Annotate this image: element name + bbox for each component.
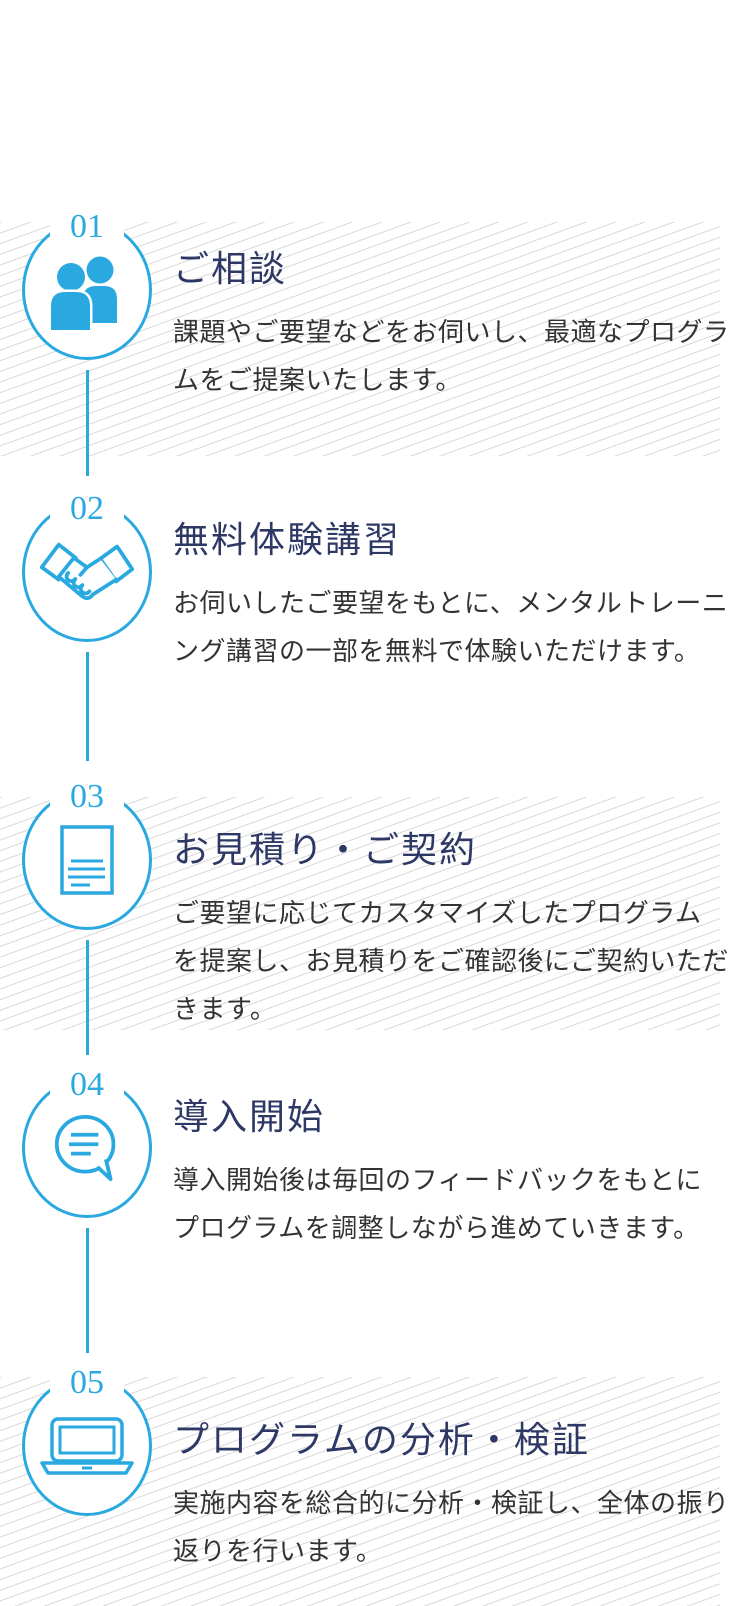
step4-text: 導入開始 導入開始後は毎回のフィードバックをもとに プログラムを調整しながら進め… — [173, 1095, 750, 1253]
step4-title: 導入開始 — [173, 1097, 326, 1137]
step5-text: プログラムの分析・検証 実施内容を総合的に分析・検証し、全体の振り 返りを行いま… — [173, 1418, 750, 1576]
step3-description: ご要望に応じてカスタマイズしたプログラム を提案し、お見積りをご確認後にご契約い… — [173, 899, 729, 1024]
step1-description: 課題やご要望などをお伺いし、最適なプログラ ムをご提案いたします。 — [173, 318, 730, 395]
step3-circle — [22, 790, 152, 930]
laptop-icon — [40, 1417, 134, 1475]
handshake-icon — [39, 542, 135, 601]
connector-line-4-5 — [86, 1228, 89, 1353]
step2-number: 02 — [50, 490, 124, 528]
step1-number: 01 — [50, 208, 124, 246]
step3-text: お見積り・ご契約 ご要望に応じてカスタマイズしたプログラム を提案し、お見積りを… — [173, 828, 750, 1034]
step2-text: 無料体験講習 お伺いしたご要望をもとに、メンタルトレーニ ング講習の一部を無料で… — [173, 518, 750, 676]
connector-line-3-4 — [86, 940, 89, 1055]
step5-description: 実施内容を総合的に分析・検証し、全体の振り 返りを行います。 — [173, 1489, 730, 1566]
step4-description: 導入開始後は毎回のフィードバックをもとに プログラムを調整しながら進めていきます… — [173, 1166, 702, 1243]
people-icon — [48, 256, 117, 331]
step3-number: 03 — [50, 778, 124, 816]
step2-title: 無料体験講習 — [173, 520, 402, 560]
connector-line-1-2 — [86, 370, 89, 476]
step1-text: ご相談 課題やご要望などをお伺いし、最適なプログラ ムをご提案いたします。 — [173, 247, 750, 405]
document-icon — [60, 825, 114, 895]
step5-number: 05 — [50, 1364, 124, 1402]
step5-title: プログラムの分析・検証 — [173, 1420, 590, 1460]
step1-title: ご相談 — [173, 249, 288, 289]
step3-title: お見積り・ご契約 — [173, 830, 478, 870]
connector-line-2-3 — [86, 652, 89, 761]
speech-bubble-icon — [54, 1114, 116, 1182]
step4-number: 04 — [50, 1066, 124, 1104]
step2-description: お伺いしたご要望をもとに、メンタルトレーニ ング講習の一部を無料で体験いただけま… — [173, 589, 729, 666]
